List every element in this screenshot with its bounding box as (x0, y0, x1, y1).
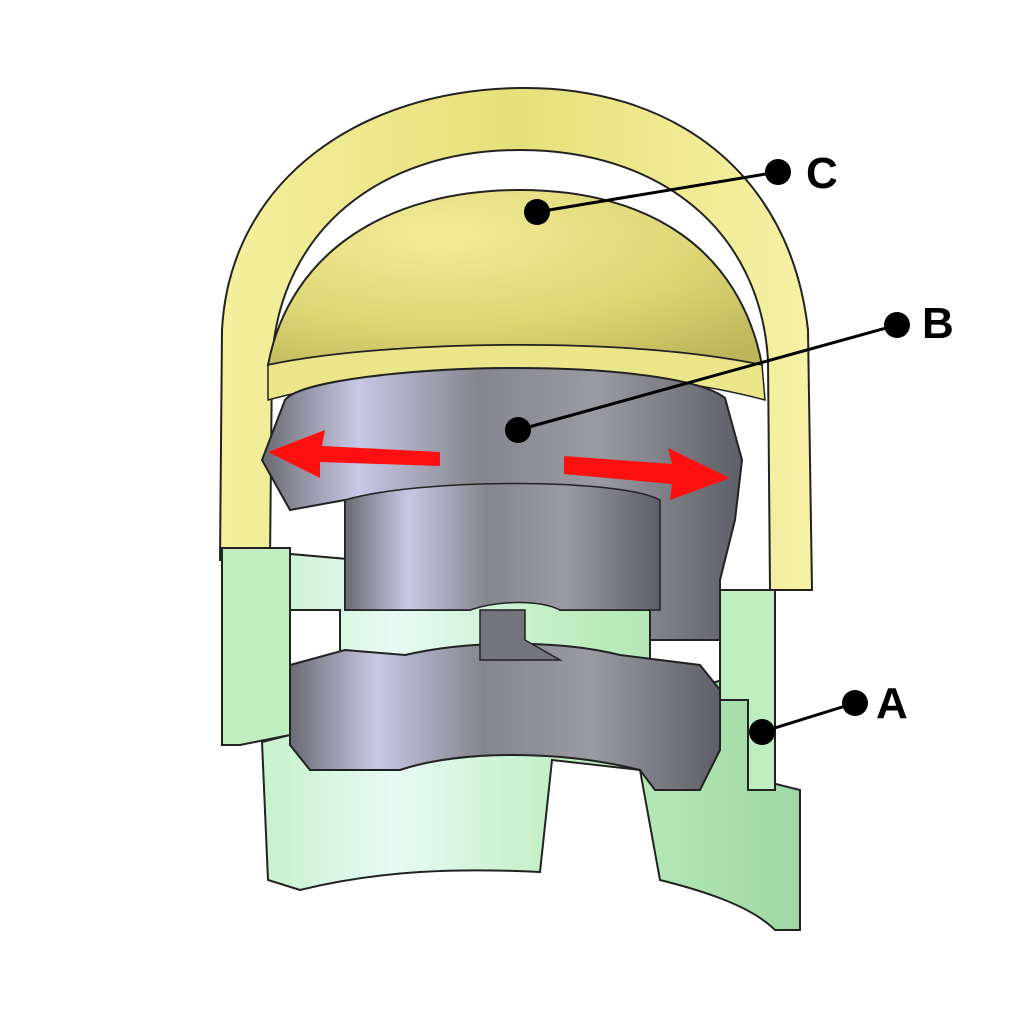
leader-lines (517, 170, 898, 734)
arrow-right-icon (564, 448, 730, 500)
label-c: C (806, 149, 838, 198)
arrow-left-icon (268, 430, 440, 478)
label-a: A (876, 679, 908, 728)
leader-dots (505, 159, 910, 745)
label-b: B (922, 299, 954, 348)
inner-plug (260, 366, 744, 791)
expansion-arrows (268, 430, 730, 500)
